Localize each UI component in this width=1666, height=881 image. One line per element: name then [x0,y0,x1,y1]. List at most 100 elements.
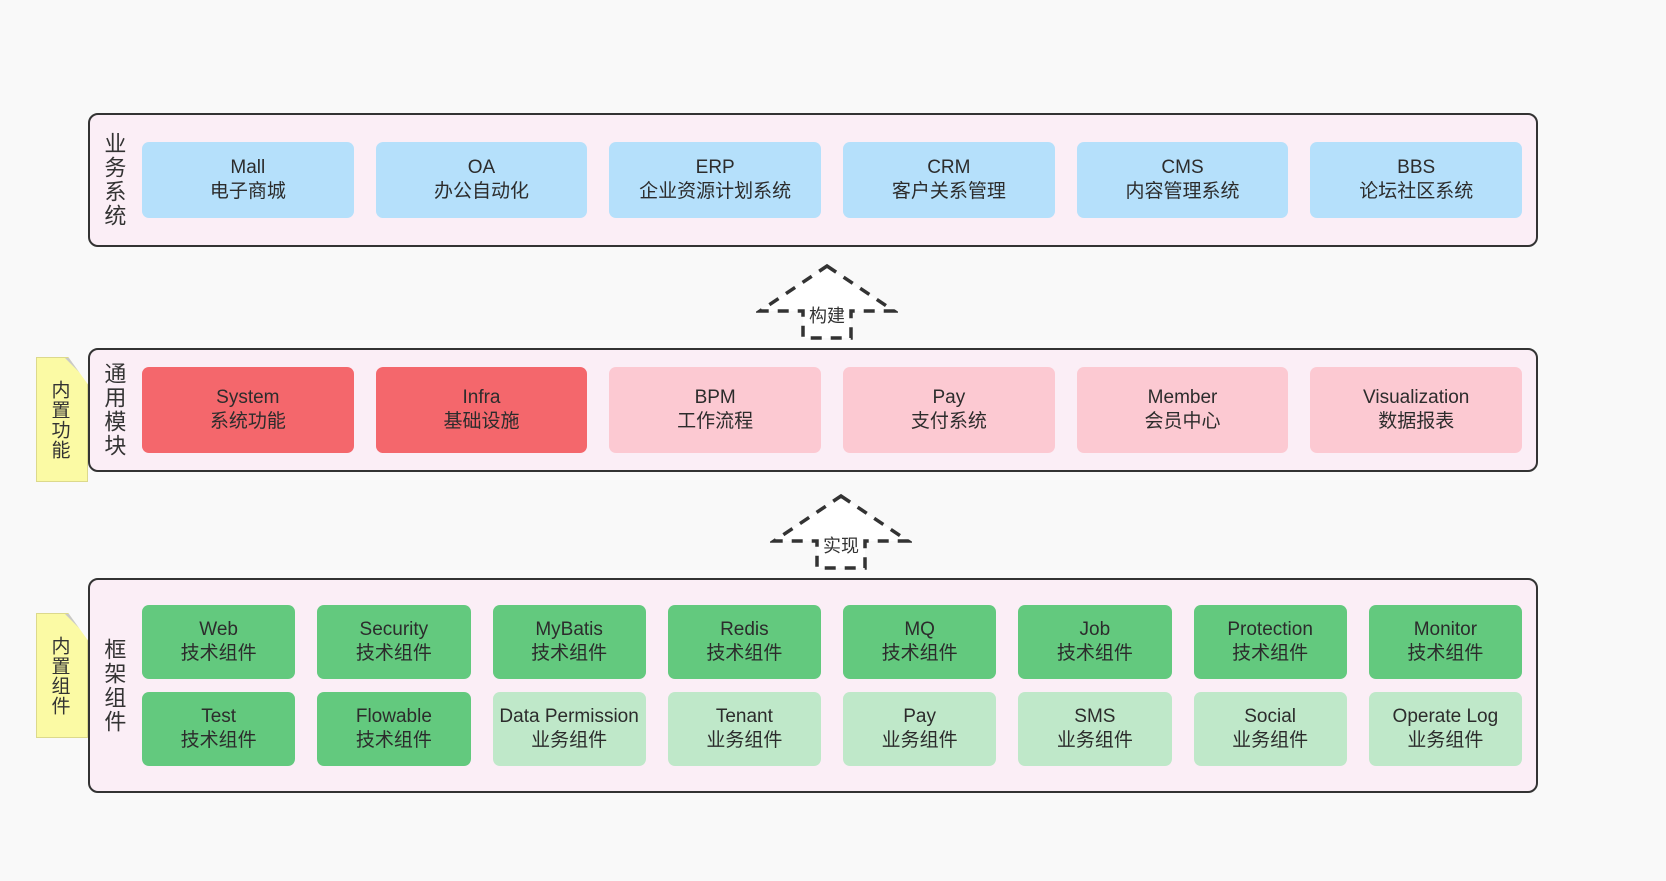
card-visualization[interactable]: Visualization 数据报表 [1310,367,1523,453]
card-subtitle: 业务组件 [531,730,608,751]
implement-arrow-icon [770,493,912,570]
layer-title-business-system: 业务系统 [101,132,127,228]
connector-build-label: 构建 [809,306,845,326]
card-pay-component[interactable]: Pay 业务组件 [843,692,997,766]
layer-body-business-system: Mall 电子商城 OA 办公自动化 ERP 企业资源计划系统 CRM 客户关系… [136,115,1536,245]
build-arrow-icon [756,263,898,340]
card-crm[interactable]: CRM 客户关系管理 [843,142,1055,218]
connector-implement-label: 实现 [823,536,859,556]
card-redis[interactable]: Redis 技术组件 [667,605,821,679]
card-flowable[interactable]: Flowable 技术组件 [317,692,471,766]
card-row: System 系统功能 Infra 基础设施 BPM 工作流程 Pay 支付系统… [142,367,1523,453]
card-title: Pay [903,706,936,728]
card-subtitle: 技术组件 [531,643,608,664]
card-tenant[interactable]: Tenant 业务组件 [667,692,821,766]
card-title: Web [199,619,238,641]
card-title: Monitor [1413,619,1478,641]
card-title: Flowable [355,706,432,728]
card-subtitle: 技术组件 [706,643,783,664]
card-mall[interactable]: Mall 电子商城 [142,142,354,218]
card-title: OA [467,157,496,179]
card-subtitle: 客户关系管理 [891,181,1006,202]
card-web[interactable]: Web 技术组件 [142,605,296,679]
card-subtitle: 电子商城 [209,181,286,202]
card-subtitle: 业务组件 [706,730,783,751]
card-subtitle: 技术组件 [881,643,958,664]
layer-body-framework-components: Web 技术组件 Security 技术组件 MyBatis 技术组件 Redi… [136,580,1536,791]
card-subtitle: 技术组件 [1232,643,1309,664]
card-subtitle: 会员中心 [1144,411,1221,432]
card-title: Data Permission [499,706,639,728]
card-subtitle: 基础设施 [443,411,520,432]
card-mybatis[interactable]: MyBatis 技术组件 [492,605,646,679]
card-title: Infra [462,387,501,409]
layer-title-framework-components: 框架组件 [101,637,127,734]
card-subtitle: 工作流程 [677,411,754,432]
card-subtitle: 技术组件 [1056,643,1133,664]
card-cms[interactable]: CMS 内容管理系统 [1076,142,1289,218]
card-subtitle: 业务组件 [1056,730,1133,751]
card-title: Test [201,706,237,728]
card-title: CRM [927,157,971,179]
card-security[interactable]: Security 技术组件 [317,605,471,679]
card-test[interactable]: Test 技术组件 [142,692,296,766]
card-job[interactable]: Job 技术组件 [1018,605,1172,679]
card-subtitle: 办公自动化 [434,181,530,202]
card-subtitle: 业务组件 [1232,730,1309,751]
note-fold-corner-icon [65,614,87,636]
card-title: ERP [695,157,735,179]
note-fold-corner-icon [65,358,87,380]
card-subtitle: 技术组件 [1407,643,1484,664]
card-subtitle: 业务组件 [881,730,958,751]
note-label: 内置组件 [48,635,70,716]
card-subtitle: 论坛社区系统 [1359,181,1474,202]
card-row: Mall 电子商城 OA 办公自动化 ERP 企业资源计划系统 CRM 客户关系… [142,142,1523,218]
card-erp[interactable]: ERP 企业资源计划系统 [609,142,822,218]
card-system[interactable]: System 系统功能 [142,367,354,453]
card-subtitle: 数据报表 [1378,411,1455,432]
card-title: Mall [230,157,266,179]
card-row: Web 技术组件 Security 技术组件 MyBatis 技术组件 Redi… [142,605,1522,679]
card-title: Social [1244,706,1296,728]
layer-common-modules: 通用模块 System 系统功能 Infra 基础设施 BPM 工作流程 Pay… [88,348,1538,472]
card-subtitle: 技术组件 [355,643,432,664]
card-member[interactable]: Member 会员中心 [1076,367,1289,453]
card-sms[interactable]: SMS 业务组件 [1018,692,1172,766]
card-data-permission[interactable]: Data Permission 业务组件 [492,692,646,766]
card-operate-log[interactable]: Operate Log 业务组件 [1368,692,1522,766]
card-bbs[interactable]: BBS 论坛社区系统 [1310,142,1523,218]
card-oa[interactable]: OA 办公自动化 [375,142,588,218]
layer-business-system: 业务系统 Mall 电子商城 OA 办公自动化 ERP 企业资源计划系统 CRM… [88,113,1538,247]
card-title: Tenant [715,706,773,728]
card-title: SMS [1074,706,1116,728]
card-infra[interactable]: Infra 基础设施 [375,367,588,453]
card-title: System [216,387,280,409]
card-title: Pay [932,387,966,409]
note-builtin-components: 内置组件 [36,613,88,738]
card-row: Test 技术组件 Flowable 技术组件 Data Permission … [142,692,1522,766]
card-title: Operate Log [1392,706,1499,728]
card-title: Member [1147,387,1218,409]
card-title: Security [359,619,429,641]
layer-framework-components: 框架组件 Web 技术组件 Security 技术组件 MyBatis 技术组件… [88,578,1538,793]
card-title: BBS [1397,157,1436,179]
card-social[interactable]: Social 业务组件 [1193,692,1347,766]
card-title: CMS [1161,157,1204,179]
note-builtin-features: 内置功能 [36,357,88,482]
card-subtitle: 技术组件 [180,730,257,751]
card-monitor[interactable]: Monitor 技术组件 [1368,605,1522,679]
card-mq[interactable]: MQ 技术组件 [843,605,997,679]
connector-implement: 实现 [770,492,912,572]
card-bpm[interactable]: BPM 工作流程 [609,367,822,453]
card-title: Protection [1227,619,1313,641]
card-title: Redis [720,619,769,641]
card-subtitle: 系统功能 [209,411,286,432]
connector-build: 构建 [756,262,898,342]
layer-body-common-modules: System 系统功能 Infra 基础设施 BPM 工作流程 Pay 支付系统… [136,350,1536,470]
card-subtitle: 内容管理系统 [1125,181,1240,202]
card-subtitle: 技术组件 [180,643,257,664]
card-protection[interactable]: Protection 技术组件 [1193,605,1347,679]
card-pay[interactable]: Pay 支付系统 [843,367,1055,453]
layer-title-common-modules: 通用模块 [101,362,127,458]
